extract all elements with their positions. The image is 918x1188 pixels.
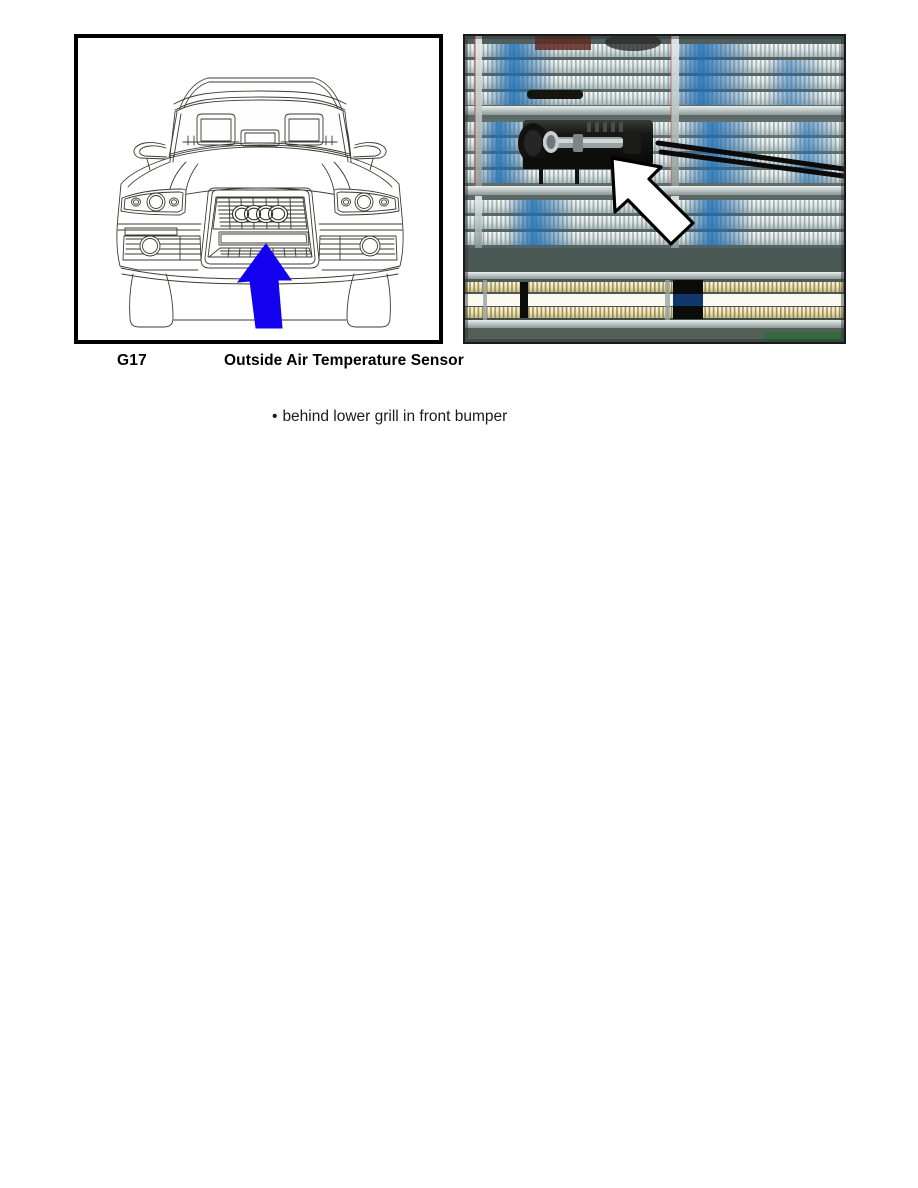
- car-diagram-svg: [78, 38, 439, 340]
- grill-bank-sensor-row: [465, 122, 844, 183]
- audi-front-view-line-drawing: [74, 34, 443, 344]
- figure-caption: G17 Outside Air Temperature Sensor: [74, 352, 854, 376]
- note-text: behind lower grill in front bumper: [282, 408, 508, 425]
- blue-arrow-up: [236, 243, 292, 329]
- figure-row: [74, 34, 846, 344]
- note-item: •behind lower grill in front bumper: [272, 408, 507, 426]
- component-title: Outside Air Temperature Sensor: [224, 352, 464, 369]
- grill-sensor-photo: [463, 34, 846, 344]
- grill-vertical-divider: [474, 36, 679, 196]
- grill-photo-svg: [465, 36, 844, 342]
- component-code: G17: [117, 352, 147, 369]
- car-outline-group: [116, 77, 404, 328]
- bullet-icon: •: [272, 408, 278, 425]
- grill-bank-top: [465, 36, 844, 105]
- sensor-wire: [655, 140, 844, 179]
- outside-air-temperature-sensor: [518, 120, 653, 184]
- white-arrow-up-left: [610, 156, 695, 246]
- grill-rail: [465, 106, 844, 115]
- audi-rings-logo: [231, 204, 289, 224]
- grill-bank-bottom: [465, 280, 844, 322]
